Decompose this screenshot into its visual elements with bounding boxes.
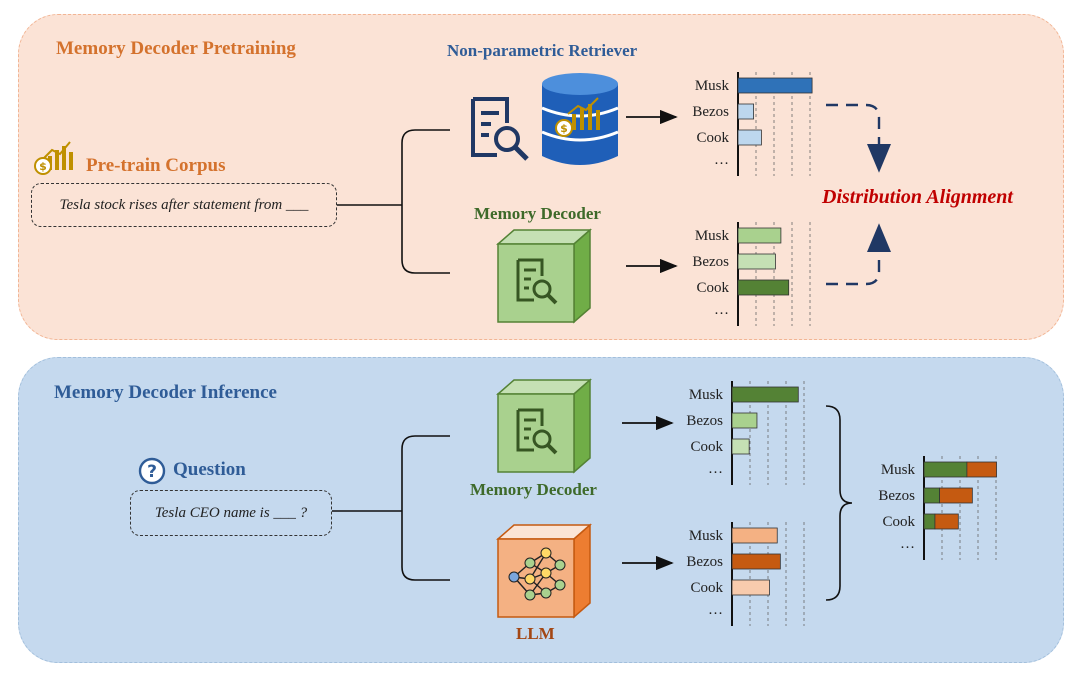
bar-bezos <box>731 412 758 429</box>
inference-title: Memory Decoder Inference <box>54 382 277 403</box>
green-cube-icon <box>496 378 592 474</box>
bottom-branch-bracket <box>401 435 450 581</box>
green-cube-icon <box>496 228 592 324</box>
merge-brace <box>825 405 853 601</box>
decoder-label-top: Memory Decoder <box>474 204 601 223</box>
tick-label-bezos: Bezos <box>692 104 729 120</box>
bar-musk <box>737 77 813 94</box>
tick-label-bezos: Bezos <box>686 413 723 429</box>
tick-label-ellipsis: … <box>714 302 729 318</box>
coins-chart-icon: $ <box>34 141 73 175</box>
pretraining-title: Memory Decoder Pretraining <box>56 38 296 59</box>
question-label: Question <box>173 459 246 480</box>
tick-label-musk: Musk <box>689 528 724 544</box>
tick-label-cook: Cook <box>690 439 723 455</box>
decoder-label-bottom: Memory Decoder <box>470 480 597 499</box>
bar-cook-segment-2 <box>934 513 959 530</box>
svg-text:$: $ <box>39 160 47 173</box>
bar-cook <box>737 279 790 296</box>
database-icon: $ <box>541 73 619 165</box>
tick-label-bezos: Bezos <box>686 554 723 570</box>
bar-musk-segment-2 <box>966 461 997 478</box>
tick-label-cook: Cook <box>696 280 729 296</box>
tick-label-musk: Musk <box>695 228 730 244</box>
bar-bezos <box>737 253 776 270</box>
retriever-label: Non-parametric Retriever <box>447 41 638 60</box>
alignment-arrow-up <box>826 223 891 286</box>
tick-label-cook: Cook <box>690 580 723 596</box>
bar-bezos-segment-2 <box>939 487 973 504</box>
bar-bezos-segment-1 <box>923 487 941 504</box>
tick-label-cook: Cook <box>882 514 915 530</box>
tick-label-ellipsis: … <box>900 536 915 552</box>
bar-cook-segment-1 <box>923 513 936 530</box>
alignment-arrow-down <box>826 103 891 173</box>
question-text-box: Tesla CEO name is ___ ? <box>130 490 332 536</box>
tick-label-ellipsis: … <box>708 602 723 618</box>
svg-text:$: $ <box>560 122 568 135</box>
tick-label-musk: Musk <box>695 78 730 94</box>
document-search-icon <box>471 97 529 161</box>
bar-musk <box>731 527 778 544</box>
tick-label-cook: Cook <box>696 130 729 146</box>
tick-label-bezos: Bezos <box>692 254 729 270</box>
alignment-label: Distribution Alignment <box>822 186 1013 208</box>
question-circle-icon: ? <box>138 457 166 485</box>
bar-cook <box>731 438 750 455</box>
bar-musk <box>731 386 799 403</box>
tick-label-musk: Musk <box>689 387 724 403</box>
corpus-text-box: Tesla stock rises after statement from _… <box>31 183 337 227</box>
top-branch-bracket <box>401 129 450 274</box>
bar-cook <box>737 129 762 146</box>
svg-text:?: ? <box>147 462 157 482</box>
llm-label: LLM <box>516 624 555 643</box>
bar-bezos <box>731 553 781 570</box>
tick-label-ellipsis: … <box>708 461 723 477</box>
bar-cook <box>731 579 770 596</box>
bar-musk-segment-1 <box>923 461 968 478</box>
corpus-label: Pre-train Corpus <box>86 155 226 176</box>
corpus-text: Tesla stock rises after statement from _… <box>59 196 309 213</box>
neural-network-cube-icon <box>496 523 592 619</box>
tick-label-musk: Musk <box>881 462 916 478</box>
tick-label-bezos: Bezos <box>878 488 915 504</box>
tick-label-ellipsis: … <box>714 152 729 168</box>
bar-bezos <box>737 103 755 120</box>
question-text: Tesla CEO name is ___ ? <box>154 504 308 521</box>
bar-musk <box>737 227 782 244</box>
